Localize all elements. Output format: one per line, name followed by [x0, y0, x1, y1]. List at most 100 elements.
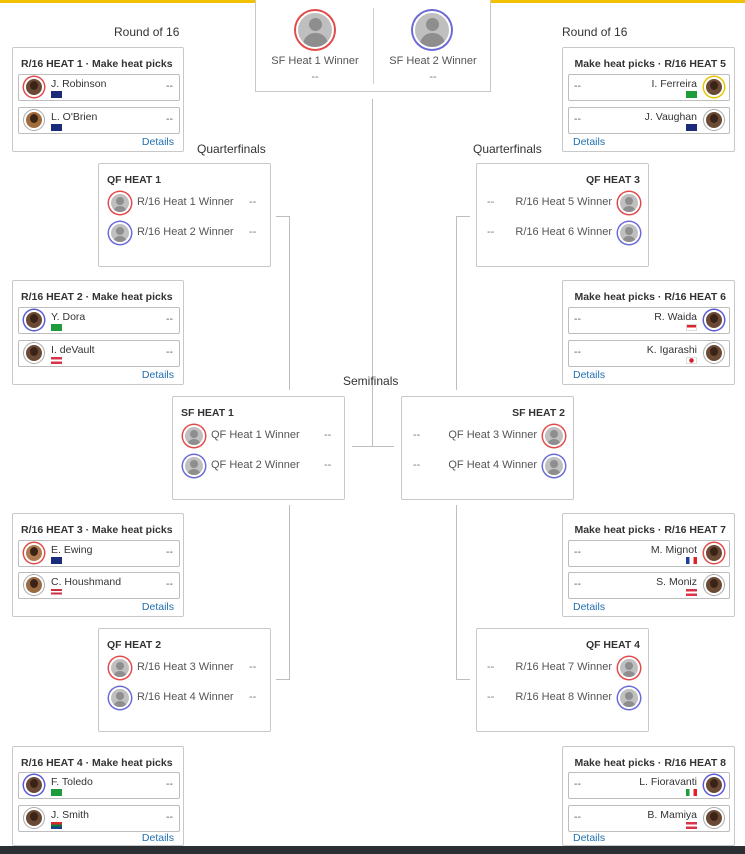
flag-aus-icon: [51, 91, 62, 98]
placeholder-avatar-icon: [543, 455, 565, 477]
surfer-row[interactable]: -- R. Waida: [568, 307, 730, 334]
details-link[interactable]: Details: [573, 832, 606, 844]
slot-label: QF Heat 3 Winner: [448, 429, 537, 441]
connector-line: [372, 99, 373, 447]
surfer-avatar-icon: [24, 808, 44, 828]
r16-heat-card[interactable]: Make heat picks · R/16 HEAT 7 -- M. Mign…: [562, 513, 735, 617]
surfer-row[interactable]: F. Toledo --: [18, 772, 180, 799]
surfer-row[interactable]: -- B. Mamiya: [568, 805, 730, 832]
winner-slot: QF Heat 1 Winner --: [173, 423, 346, 449]
flag-aus-icon: [686, 124, 697, 131]
round-label-qf-left: Quarterfinals: [197, 142, 266, 156]
surfer-row[interactable]: -- S. Moniz: [568, 572, 730, 599]
surfer-avatar-icon: [704, 808, 724, 828]
connector-line: [276, 216, 290, 217]
flag-fra-icon: [686, 557, 697, 564]
heat-title: QF HEAT 1: [107, 174, 162, 186]
surfer-score: --: [574, 346, 581, 358]
details-link[interactable]: Details: [141, 369, 174, 381]
surfer-avatar-icon: [704, 543, 724, 563]
placeholder-avatar-icon: [183, 455, 205, 477]
surfer-row[interactable]: -- K. Igarashi: [568, 340, 730, 367]
details-link[interactable]: Details: [141, 136, 174, 148]
surfer-row[interactable]: I. deVault --: [18, 340, 180, 367]
placeholder-avatar-icon: [109, 657, 131, 679]
details-link[interactable]: Details: [141, 832, 174, 844]
heat-title: R/16 HEAT 2 · Make heat picks: [21, 291, 173, 303]
surfer-score: --: [574, 113, 581, 125]
slot-label: R/16 Heat 5 Winner: [515, 196, 612, 208]
r16-heat-card[interactable]: Make heat picks · R/16 HEAT 8 -- L. Fior…: [562, 746, 735, 846]
flag-bra-icon: [51, 324, 62, 331]
surfer-row[interactable]: L. O'Brien --: [18, 107, 180, 134]
winner-slot: R/16 Heat 3 Winner --: [99, 655, 272, 681]
connector-line: [289, 216, 290, 390]
surfer-score: --: [166, 313, 173, 325]
qf-heat-card[interactable]: QF HEAT 1 R/16 Heat 1 Winner -- R/16 Hea…: [98, 163, 271, 267]
surfer-score: --: [166, 113, 173, 125]
r16-heat-card[interactable]: Make heat picks · R/16 HEAT 6 -- R. Waid…: [562, 280, 735, 385]
round-label-sf: Semifinals: [343, 374, 399, 388]
heat-title: Make heat picks · R/16 HEAT 7: [574, 524, 726, 536]
surfer-row[interactable]: J. Robinson --: [18, 74, 180, 101]
surfer-row[interactable]: Y. Dora --: [18, 307, 180, 334]
surfer-avatar-icon: [24, 310, 44, 330]
heat-title: SF HEAT 1: [181, 407, 234, 419]
slot-score: --: [487, 691, 495, 703]
winner-slot: -- QF Heat 3 Winner: [402, 423, 575, 449]
connector-line: [289, 505, 290, 680]
winner-slot: -- R/16 Heat 7 Winner: [477, 655, 650, 681]
slot-label: QF Heat 1 Winner: [211, 429, 300, 441]
placeholder-avatar-icon: [109, 192, 131, 214]
r16-heat-card[interactable]: R/16 HEAT 1 · Make heat picks J. Robinso…: [12, 47, 184, 152]
surfer-row[interactable]: -- L. Fioravanti: [568, 772, 730, 799]
details-link[interactable]: Details: [573, 136, 606, 148]
slot-score: --: [324, 429, 332, 441]
winner-slot: R/16 Heat 2 Winner --: [99, 220, 272, 246]
details-link[interactable]: Details: [573, 601, 606, 613]
slot-label: R/16 Heat 4 Winner: [137, 691, 234, 703]
slot-score: --: [249, 661, 257, 673]
qf-heat-card[interactable]: QF HEAT 2 R/16 Heat 3 Winner -- R/16 Hea…: [98, 628, 271, 732]
heat-title: R/16 HEAT 4 · Make heat picks: [21, 757, 173, 769]
slot-score: --: [324, 459, 332, 471]
surfer-avatar-icon: [24, 543, 44, 563]
slot-label: R/16 Heat 6 Winner: [515, 226, 612, 238]
round-label-r16-right: Round of 16: [562, 25, 628, 39]
r16-heat-card[interactable]: R/16 HEAT 4 · Make heat picks F. Toledo …: [12, 746, 184, 846]
surfer-score: --: [166, 546, 173, 558]
winner-slot: -- QF Heat 4 Winner: [402, 453, 575, 479]
divider: [373, 8, 374, 84]
placeholder-avatar-icon: [543, 425, 565, 447]
surfer-row[interactable]: J. Smith --: [18, 805, 180, 832]
surfer-score: --: [574, 578, 581, 590]
flag-ina-icon: [686, 324, 697, 331]
surfer-name: E. Ewing: [51, 544, 93, 556]
details-link[interactable]: Details: [573, 369, 606, 381]
flag-haw-icon: [686, 589, 697, 596]
heat-title: R/16 HEAT 3 · Make heat picks: [21, 524, 173, 536]
flag-haw-icon: [686, 822, 697, 829]
surfer-row[interactable]: C. Houshmand --: [18, 572, 180, 599]
qf-heat-card[interactable]: QF HEAT 4 -- R/16 Heat 7 Winner -- R/16 …: [476, 628, 649, 732]
final-card[interactable]: SF Heat 1 Winner -- SF Heat 2 Winner --: [255, 0, 491, 92]
surfer-row[interactable]: -- J. Vaughan: [568, 107, 730, 134]
flag-haw-icon: [51, 357, 62, 364]
flag-bra-icon: [51, 789, 62, 796]
placeholder-avatar-icon: [109, 222, 131, 244]
sf-heat-card[interactable]: SF HEAT 2 -- QF Heat 3 Winner -- QF Heat…: [401, 396, 574, 500]
r16-heat-card[interactable]: R/16 HEAT 3 · Make heat picks E. Ewing -…: [12, 513, 184, 617]
surfer-row[interactable]: -- I. Ferreira: [568, 74, 730, 101]
heat-title: Make heat picks · R/16 HEAT 8: [574, 757, 726, 769]
surfer-row[interactable]: E. Ewing --: [18, 540, 180, 567]
surfer-avatar-icon: [704, 310, 724, 330]
surfer-row[interactable]: -- M. Mignot: [568, 540, 730, 567]
flag-usa-icon: [51, 589, 62, 596]
sf-heat-card[interactable]: SF HEAT 1 QF Heat 1 Winner -- QF Heat 2 …: [172, 396, 345, 500]
details-link[interactable]: Details: [141, 601, 174, 613]
qf-heat-card[interactable]: QF HEAT 3 -- R/16 Heat 5 Winner -- R/16 …: [476, 163, 649, 267]
heat-title: R/16 HEAT 1 · Make heat picks: [21, 58, 173, 70]
r16-heat-card[interactable]: Make heat picks · R/16 HEAT 5 -- I. Ferr…: [562, 47, 735, 152]
r16-heat-card[interactable]: R/16 HEAT 2 · Make heat picks Y. Dora --…: [12, 280, 184, 385]
slot-label: QF Heat 2 Winner: [211, 459, 300, 471]
